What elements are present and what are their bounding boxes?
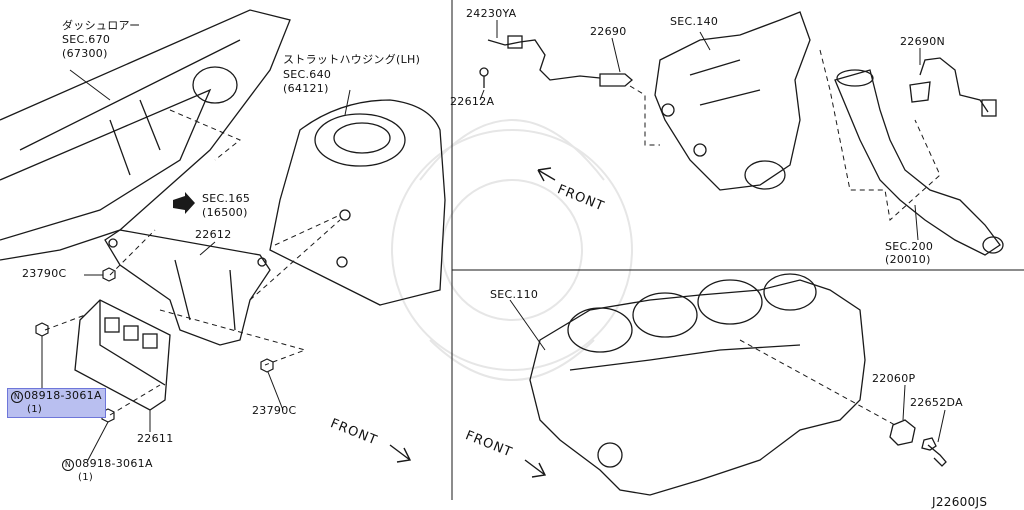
- front-arrow-left: [389, 444, 412, 463]
- label-part-22612a[interactable]: 22612A: [450, 95, 495, 108]
- bolt-number-highlight: 08918-3061A: [24, 389, 102, 402]
- label-dash-lower-jp: ダッシュロアー: [62, 19, 141, 32]
- label-part-22060p[interactable]: 22060P: [872, 372, 916, 385]
- engine-block: [529, 273, 866, 496]
- front-arrow-bottom: [524, 459, 547, 478]
- bolt-number-bottom: 08918-3061A: [75, 457, 153, 470]
- label-part-22690n[interactable]: 22690N: [900, 35, 946, 48]
- sec165-arrow: [173, 192, 195, 214]
- oxygen-sensor-22690: [479, 35, 633, 88]
- watermark-emblem: [391, 119, 633, 381]
- bolt-symbol-bottom: N: [62, 459, 74, 471]
- bolt-qty-highlight: (1): [27, 404, 43, 415]
- label-part-22652da[interactable]: 22652DA: [910, 396, 963, 409]
- bolt-symbol-highlight: N: [11, 391, 23, 403]
- strut-housing: [269, 99, 446, 306]
- label-part-22611[interactable]: 22611: [137, 432, 174, 445]
- label-sec670[interactable]: SEC.670: [62, 33, 111, 46]
- label-part-23790c-left[interactable]: 23790C: [22, 267, 67, 280]
- label-part-22690[interactable]: 22690: [590, 25, 627, 38]
- label-sec640-code: (64121): [283, 82, 329, 95]
- exhaust-manifold: [654, 11, 811, 191]
- ecm-bracket: [104, 229, 271, 346]
- label-sec640[interactable]: SEC.640: [283, 68, 332, 81]
- catalyst-converter: [834, 69, 1004, 256]
- label-sec140[interactable]: SEC.140: [670, 15, 719, 28]
- nut-23790c-right: [260, 358, 274, 373]
- label-sec670-code: (67300): [62, 47, 108, 60]
- label-strut-housing-jp: ストラットハウジング(LH): [283, 53, 421, 66]
- ecm-box: [74, 299, 171, 411]
- label-sec165-code: (16500): [202, 206, 248, 219]
- label-sec165[interactable]: SEC.165: [202, 192, 251, 205]
- label-part-22612[interactable]: 22612: [195, 228, 232, 241]
- dash-lower-panel: [0, 9, 291, 261]
- label-sec110[interactable]: SEC.110: [490, 288, 539, 301]
- front-arrow-top: [537, 167, 556, 182]
- nut-23790c-left: [102, 267, 116, 282]
- label-sec200-code: (20010): [885, 253, 931, 266]
- label-sec200[interactable]: SEC.200: [885, 240, 934, 253]
- nut-08918-top: [35, 322, 49, 337]
- diagram-id: J22600JS: [932, 495, 988, 509]
- bolt-22652da: [921, 437, 947, 467]
- label-part-23790c-right[interactable]: 23790C: [252, 404, 297, 417]
- nut-08918-bottom: [101, 408, 115, 423]
- knock-sensor-22060p: [889, 419, 916, 446]
- label-part-24230ya[interactable]: 24230YA: [466, 7, 517, 20]
- oxygen-sensor-22690n: [909, 57, 997, 117]
- bolt-qty-bottom: (1): [78, 472, 94, 483]
